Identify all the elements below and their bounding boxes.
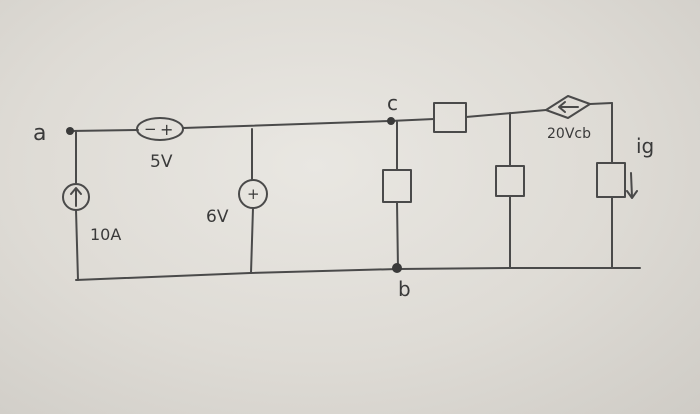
node-a-label: a: [33, 121, 46, 146]
c-b-branch: [396, 121, 399, 270]
series-voltage-source: − +: [136, 117, 184, 141]
current-ig-label: ig: [636, 134, 654, 158]
current-source: [62, 183, 90, 211]
element-box-top: [433, 102, 467, 133]
element-box-right: [596, 162, 626, 198]
bottom-wire: [75, 267, 641, 281]
node-c-dot: [387, 117, 395, 125]
shunt-plus-sign: +: [247, 185, 260, 203]
top-wire-far-right: [589, 102, 613, 105]
top-wire-left: [69, 129, 139, 132]
top-wire-right: [465, 109, 547, 118]
element-box-cb: [382, 169, 412, 203]
shunt-voltage-source: +: [238, 179, 268, 209]
node-b-label: b: [398, 277, 411, 301]
shunt-branch: [250, 128, 254, 274]
series-minus-sign: −: [144, 120, 157, 138]
node-a-dot: [66, 127, 74, 135]
series-plus-sign: +: [160, 120, 173, 139]
ig-arrow: [626, 172, 638, 199]
top-wire-to-box: [389, 118, 435, 122]
top-wire-mid: [182, 120, 391, 129]
node-c-label: c: [387, 91, 398, 115]
left-branch: [75, 130, 79, 281]
shunt-source-label: 6V: [206, 207, 229, 227]
series-source-label: 5V: [150, 152, 173, 172]
element-box-mid: [495, 165, 525, 197]
dependent-source-label: 20Vcb: [547, 126, 591, 142]
node-b-dot: [392, 263, 402, 273]
dependent-source: [545, 95, 591, 119]
current-source-label: 10A: [90, 225, 121, 244]
